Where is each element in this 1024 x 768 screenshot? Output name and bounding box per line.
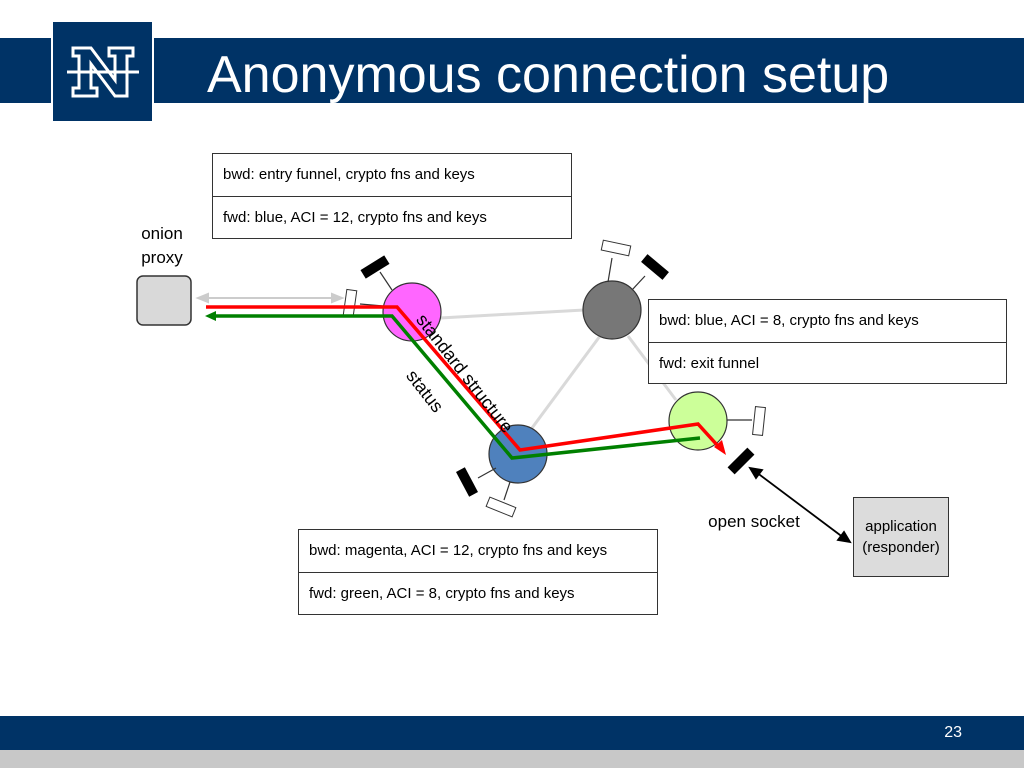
exit-bwd-row: bwd: blue, ACI = 8, crypto fns and keys xyxy=(659,312,919,329)
green-path-arrowhead xyxy=(205,311,216,321)
footer-bar xyxy=(0,716,1024,750)
entry-fwd-row: fwd: blue, ACI = 12, crypto fns and keys xyxy=(213,196,571,238)
onion-proxy-label-line2: proxy xyxy=(141,248,183,267)
page-number: 23 xyxy=(944,724,962,741)
exit-fwd-row: fwd: exit funnel xyxy=(649,342,1006,384)
red-path-arrowhead xyxy=(714,440,726,455)
green-node-sockets xyxy=(727,406,766,475)
exit-node-table: bwd: blue, ACI = 8, crypto fns and keys … xyxy=(648,299,1007,384)
application-responder-box: application (responder) xyxy=(853,497,949,577)
link-gray-blue xyxy=(530,335,602,429)
proxy-double-arrow xyxy=(195,292,345,304)
slide-title: Anonymous connection setup xyxy=(207,46,890,104)
onion-proxy-label: onion proxy xyxy=(122,222,202,270)
application-label: application xyxy=(865,518,937,535)
footer-stripe xyxy=(0,750,1024,768)
university-logo xyxy=(51,20,154,123)
gray-node-sockets xyxy=(600,239,669,291)
middle-node-table: bwd: magenta, ACI = 12, crypto fns and k… xyxy=(298,529,658,615)
responder-label: (responder) xyxy=(862,539,940,556)
onion-proxy-label-line1: onion xyxy=(141,224,183,243)
blue-node-sockets xyxy=(456,467,517,518)
onion-proxy-node xyxy=(136,275,192,326)
magenta-node-sockets xyxy=(342,255,393,318)
entry-node-table: bwd: entry funnel, crypto fns and keys f… xyxy=(212,153,572,239)
gray-node xyxy=(582,280,642,340)
open-socket-arrow xyxy=(748,466,852,544)
entry-bwd-row: bwd: entry funnel, crypto fns and keys xyxy=(223,166,475,183)
green-node xyxy=(668,391,728,451)
red-path xyxy=(206,305,720,452)
middle-fwd-row: fwd: green, ACI = 8, crypto fns and keys xyxy=(299,572,657,614)
green-path xyxy=(212,314,701,460)
header-bar xyxy=(0,38,1024,103)
link-magenta-gray xyxy=(439,308,585,320)
middle-bwd-row: bwd: magenta, ACI = 12, crypto fns and k… xyxy=(309,542,608,559)
open-socket-label: open socket xyxy=(708,512,800,531)
